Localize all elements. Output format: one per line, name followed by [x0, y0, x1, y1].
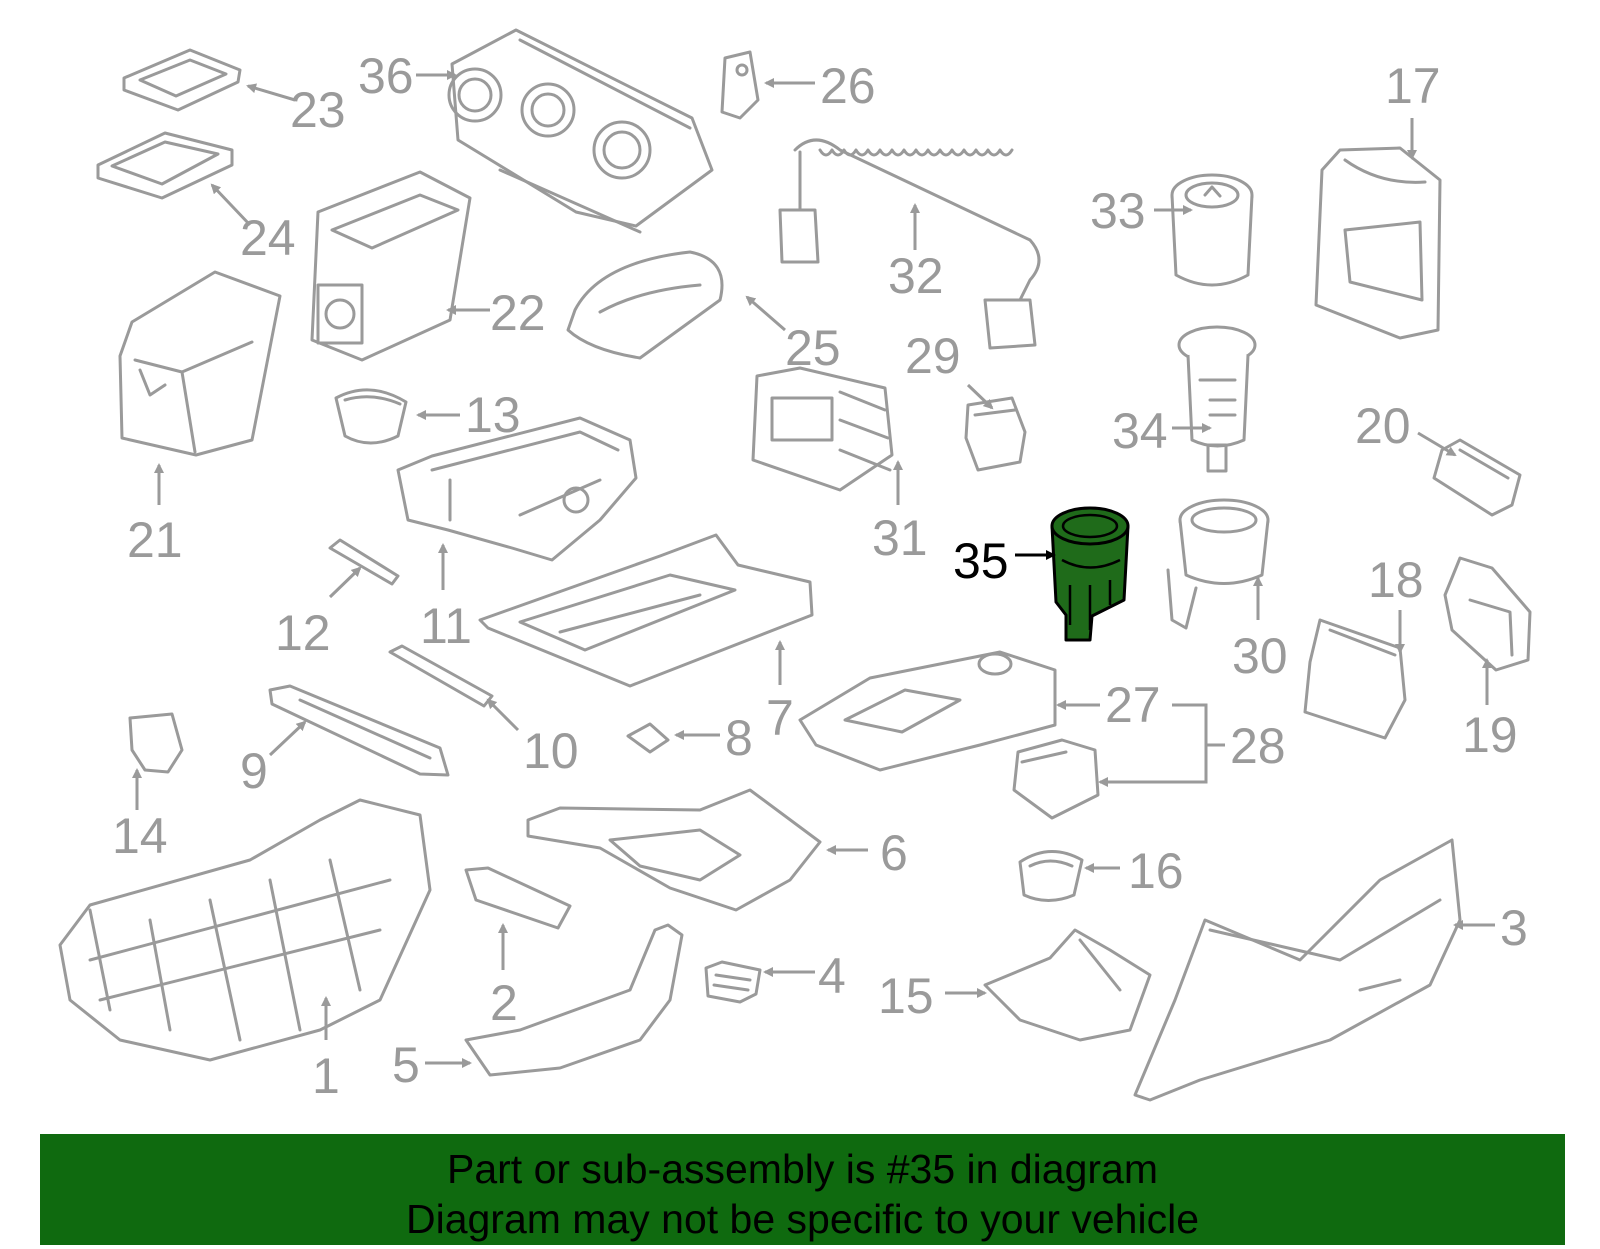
part-13-cup — [334, 388, 408, 445]
part-6-bracket-frame — [526, 788, 822, 912]
part-28-switch — [1012, 738, 1100, 820]
part-21-box — [118, 270, 282, 457]
part-23-tray — [122, 48, 242, 112]
part-22-bin — [310, 170, 472, 362]
callout-5: 5 — [392, 1037, 420, 1093]
part-26-bracket — [720, 50, 760, 120]
part-5-trim-strip — [464, 923, 684, 1077]
part-4-vent — [704, 960, 762, 1004]
callout-31: 31 — [872, 510, 928, 566]
part-29-connector — [964, 396, 1027, 472]
callout-10: 10 — [523, 723, 579, 779]
part-19-bracket — [1443, 556, 1532, 672]
part-35-cup-holder-highlighted — [1050, 506, 1130, 642]
callout-22: 22 — [490, 285, 546, 341]
part-3-side-panel — [1133, 838, 1462, 1102]
callout-11: 11 — [420, 598, 472, 654]
callout-27: 27 — [1105, 677, 1161, 733]
callout-32: 32 — [888, 248, 944, 304]
leader-lines — [132, 70, 1495, 1068]
callout-labels: 23 24 36 26 32 22 25 21 13 17 33 29 34 2… — [112, 48, 1528, 1104]
part-12-strip — [328, 538, 400, 586]
part-24-mat — [96, 131, 234, 200]
callout-35-selected: 35 — [953, 533, 1009, 589]
info-banner: Part or sub-assembly is #35 in diagram D… — [40, 1134, 1565, 1245]
callout-7: 7 — [766, 690, 794, 746]
part-33-cap — [1170, 173, 1254, 287]
callout-16: 16 — [1128, 843, 1184, 899]
callout-12: 12 — [275, 605, 331, 661]
callout-25: 25 — [785, 320, 841, 376]
part-34-outlet — [1177, 325, 1257, 473]
callout-18: 18 — [1368, 552, 1424, 608]
callout-2: 2 — [490, 975, 518, 1031]
part-8-clip — [626, 722, 670, 754]
callout-1: 1 — [312, 1048, 340, 1104]
part-32-coiled-cable — [778, 138, 1041, 350]
callout-28: 28 — [1230, 718, 1286, 774]
callout-21: 21 — [127, 512, 183, 568]
callout-34: 34 — [1112, 403, 1168, 459]
callout-14: 14 — [112, 808, 168, 864]
callout-20: 20 — [1355, 398, 1411, 454]
part-17-bezel — [1314, 146, 1442, 340]
callout-26: 26 — [820, 58, 876, 114]
part-15-bracket — [983, 928, 1152, 1042]
callout-4: 4 — [818, 948, 846, 1004]
callout-6: 6 — [880, 825, 908, 881]
part-1-console-frame — [58, 798, 432, 1062]
callout-30: 30 — [1232, 628, 1288, 684]
banner-line-2: Diagram may not be specific to your vehi… — [405, 1196, 1199, 1242]
callout-33: 33 — [1090, 183, 1146, 239]
part-2-bracket — [464, 866, 572, 930]
callout-13: 13 — [465, 387, 521, 443]
part-10-bar — [388, 644, 494, 708]
part-18-pocket — [1303, 618, 1407, 740]
parts-diagram: 23 24 36 26 32 22 25 21 13 17 33 29 34 2… — [58, 28, 1532, 1104]
callout-3: 3 — [1500, 900, 1528, 956]
callout-8: 8 — [725, 710, 753, 766]
part-27-shifter-bezel — [798, 650, 1057, 772]
callout-19: 19 — [1462, 707, 1518, 763]
part-36-climate-panel — [447, 28, 714, 234]
callout-23: 23 — [290, 82, 346, 138]
part-9-rail — [268, 684, 450, 777]
part-30-cup-holder — [1166, 498, 1270, 630]
callout-36: 36 — [358, 48, 414, 104]
part-25-armrest — [566, 250, 724, 360]
part-7-trim-panel — [478, 533, 814, 688]
banner-line-1: Part or sub-assembly is #35 in diagram — [447, 1146, 1158, 1192]
callout-17: 17 — [1385, 58, 1441, 114]
callout-9: 9 — [240, 743, 268, 799]
part-20-switch — [1432, 438, 1522, 517]
part-11-console-upper — [396, 416, 638, 562]
callout-24: 24 — [240, 210, 296, 266]
part-14-cup — [128, 712, 184, 774]
part-31-switch-module — [751, 366, 894, 492]
part-16-cup — [1018, 850, 1084, 902]
callout-15: 15 — [878, 968, 934, 1024]
callout-29: 29 — [905, 328, 961, 384]
